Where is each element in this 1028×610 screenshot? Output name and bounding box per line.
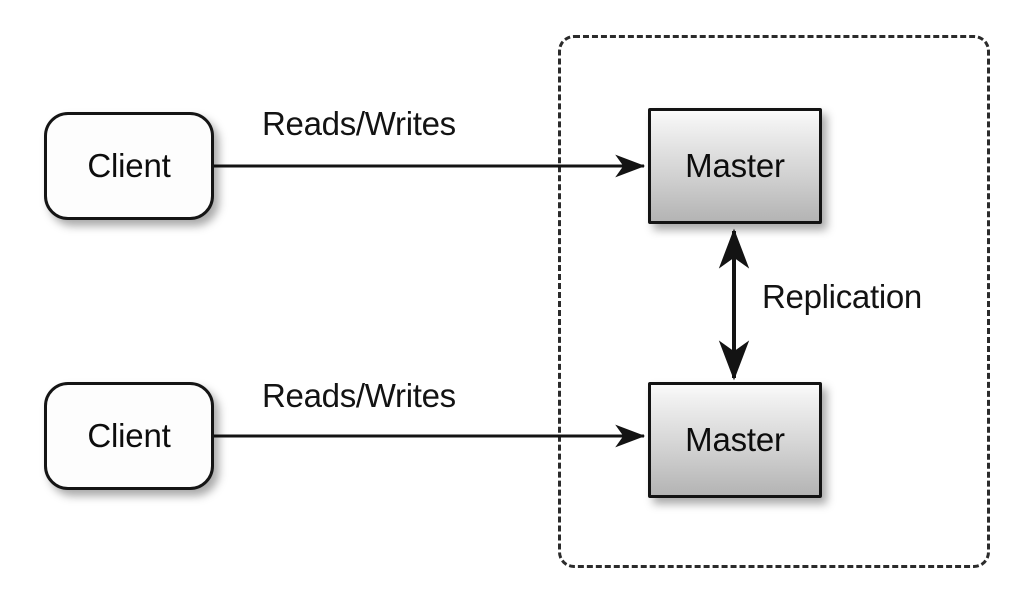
edge-label-reads-writes-bottom: Reads/Writes <box>262 377 456 414</box>
edge-label-replication: Replication <box>762 278 922 315</box>
node-master-top[interactable]: Master <box>648 108 822 224</box>
node-client-bottom[interactable]: Client <box>44 382 214 490</box>
edge-label-reads-writes-top: Reads/Writes <box>262 105 456 142</box>
node-client-top-label: Client <box>87 147 171 184</box>
node-client-top[interactable]: Client <box>44 112 214 220</box>
node-master-bottom[interactable]: Master <box>648 382 822 498</box>
node-client-bottom-label: Client <box>87 417 171 454</box>
node-master-bottom-label: Master <box>685 421 785 458</box>
node-master-top-label: Master <box>685 147 785 184</box>
